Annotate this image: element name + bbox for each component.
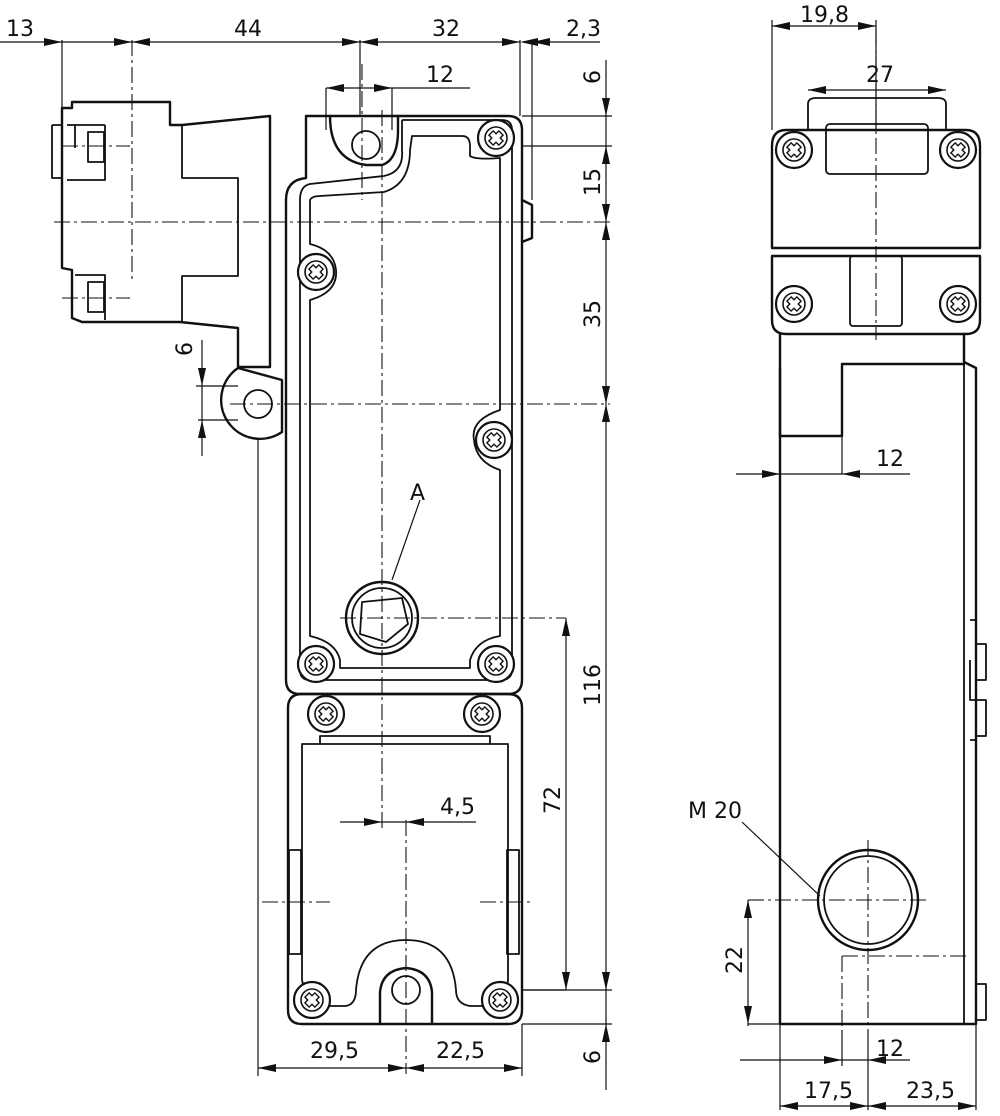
- front-dimensions: [0, 38, 612, 1090]
- side-centerlines: [748, 30, 970, 1030]
- dim-12-top: 12: [426, 63, 454, 88]
- dim-29-5: 29,5: [310, 1039, 359, 1064]
- dim-2-3: 2,3: [566, 17, 601, 42]
- label-detail-a: A: [410, 481, 425, 506]
- dim-6-bottom: 6: [581, 1050, 606, 1064]
- dim-15: 15: [581, 168, 606, 196]
- dim-13: 13: [6, 17, 34, 42]
- dim-72: 72: [541, 786, 566, 814]
- actuator-head: [60, 100, 272, 369]
- dim-6-left: 6: [173, 342, 198, 356]
- dim-22-side: 22: [723, 946, 748, 974]
- side-head: [770, 128, 982, 250]
- dim-23-5: 23,5: [906, 1079, 955, 1104]
- front-view: [51, 100, 534, 1026]
- front-centerlines: [54, 40, 610, 1074]
- dim-22-5: 22,5: [436, 1039, 485, 1064]
- dim-27: 27: [866, 63, 894, 88]
- dim-6-top: 6: [581, 70, 606, 84]
- side-body: [778, 332, 978, 1026]
- dim-35: 35: [581, 300, 606, 328]
- dim-44: 44: [234, 17, 262, 42]
- side-dimensions: [736, 20, 977, 1110]
- dim-12-side-lower: 12: [876, 1037, 904, 1062]
- dim-19-8: 19,8: [800, 3, 849, 28]
- dim-17-5: 17,5: [804, 1079, 853, 1104]
- dim-12-side-upper: 12: [876, 447, 904, 472]
- mounting-ear: [220, 366, 284, 440]
- side-view: [770, 97, 987, 1026]
- dim-116: 116: [581, 664, 606, 706]
- dim-32: 32: [432, 17, 460, 42]
- label-thread-m20: M 20: [688, 799, 742, 824]
- lower-housing: [286, 692, 524, 1026]
- dimension-labels: 13 44 32 2,3 12 6 15 35 116 72 6 6 4,5 2…: [6, 3, 955, 1104]
- cover-gasket: [309, 135, 501, 669]
- dim-4-5: 4,5: [440, 795, 475, 820]
